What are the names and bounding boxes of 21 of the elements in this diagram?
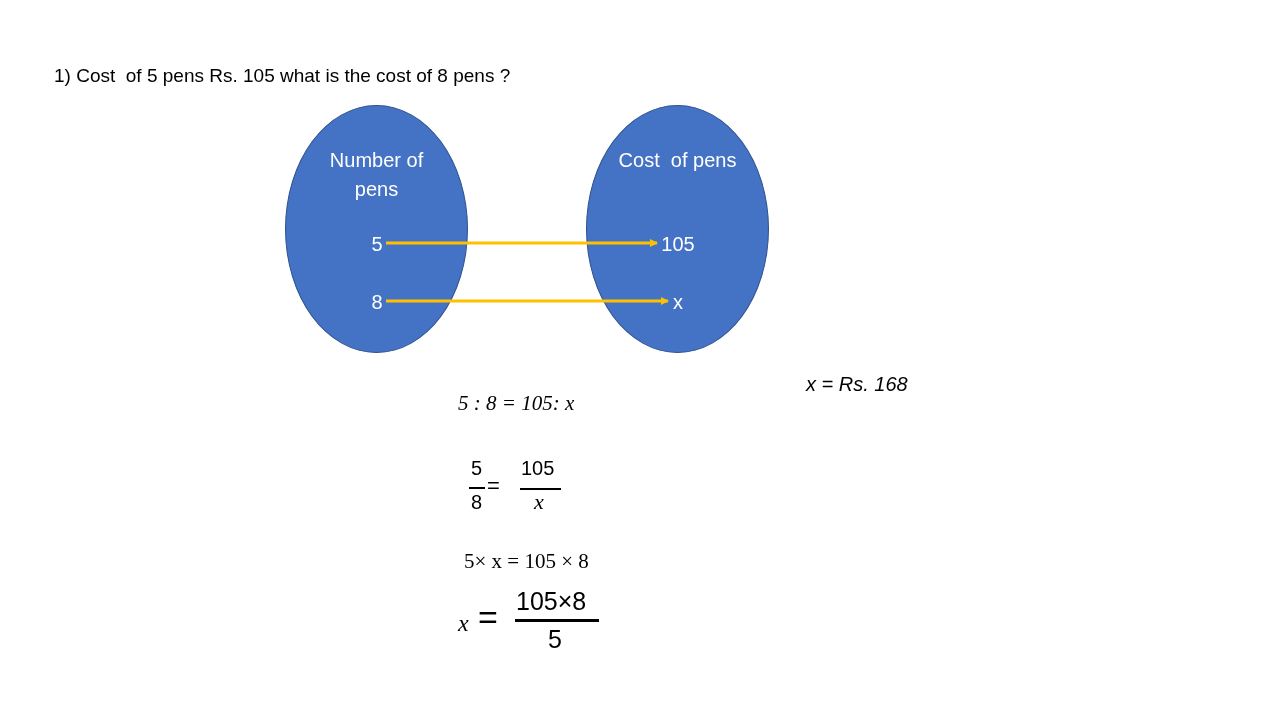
result-equation: x = Rs. 168 — [806, 372, 908, 397]
ellipse-heading: Number of pens — [328, 148, 425, 202]
value-text: 5 — [367, 232, 387, 256]
product-equation: 5× x = 105 × 8 — [464, 548, 589, 575]
question-text: 1) Cost of 5 pens Rs. 105 what is the cost of 8 pens ? — [54, 64, 511, 88]
equals-sign: = — [487, 472, 500, 500]
arrow — [386, 297, 669, 305]
equals-sign: = — [478, 597, 498, 638]
value-text: 8 — [367, 290, 387, 314]
denominator: 8 — [471, 490, 483, 515]
variable: x — [458, 609, 469, 638]
numerator: 105×8 — [516, 586, 587, 617]
numerator: 105 — [521, 456, 555, 481]
ellipse-heading: Cost of pens — [617, 148, 738, 173]
ratio-equation: 5 : 8 = 105: x — [458, 390, 575, 417]
denominator: 5 — [548, 624, 562, 655]
arrow — [386, 239, 658, 247]
value-text: 105 — [658, 232, 698, 256]
denominator: x — [534, 488, 544, 516]
numerator: 5 — [471, 456, 483, 481]
value-text: x — [669, 290, 687, 314]
